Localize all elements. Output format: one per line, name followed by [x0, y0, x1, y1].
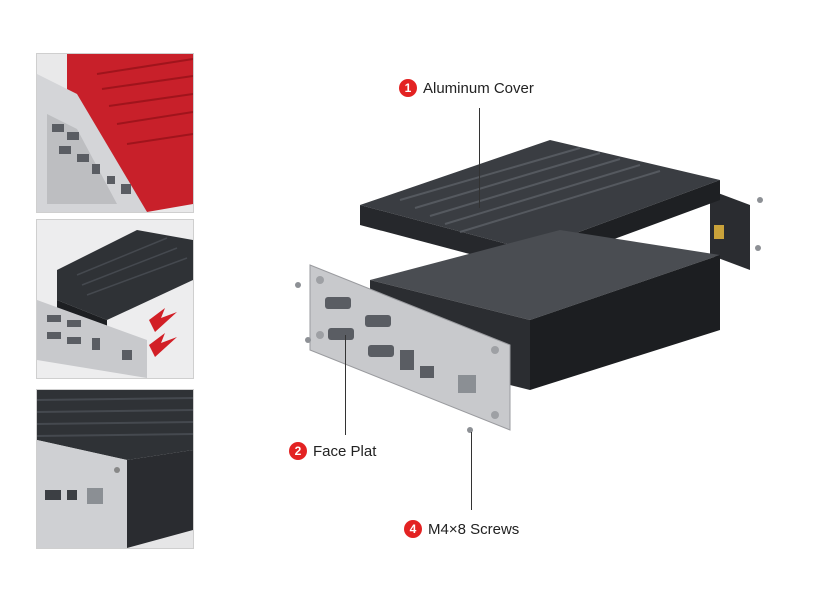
callout-number-badge: 4: [404, 520, 422, 538]
thumbnail-red-enclosure: [36, 53, 194, 213]
callout-label: Aluminum Cover: [423, 79, 534, 97]
leader-line-screws: [471, 432, 472, 510]
callout-face-plat: 2 Face Plat: [289, 442, 376, 460]
callout-label: Face Plat: [313, 442, 377, 460]
back-plate: [710, 190, 750, 270]
exploded-view: [280, 60, 800, 485]
assembly-illustration: [37, 220, 193, 378]
callout-aluminum-cover: 1 Aluminum Cover: [399, 79, 534, 97]
face-plate: [309, 264, 511, 431]
closeup-illustration: [37, 390, 193, 548]
callout-number-badge: 1: [399, 79, 417, 97]
callout-label: M4×8 Screws: [428, 520, 520, 538]
screws: [295, 197, 763, 433]
enclosure-exploded-illustration: [295, 140, 763, 433]
thumbnail-assembly: [36, 219, 194, 379]
thumbnail-closeup: [36, 389, 194, 549]
leader-line-faceplate: [345, 335, 346, 435]
leader-line-cover: [479, 108, 480, 208]
callout-number-badge: 2: [289, 442, 307, 460]
red-enclosure-illustration: [37, 54, 193, 212]
callout-screws: 4 M4×8 Screws: [404, 520, 519, 538]
